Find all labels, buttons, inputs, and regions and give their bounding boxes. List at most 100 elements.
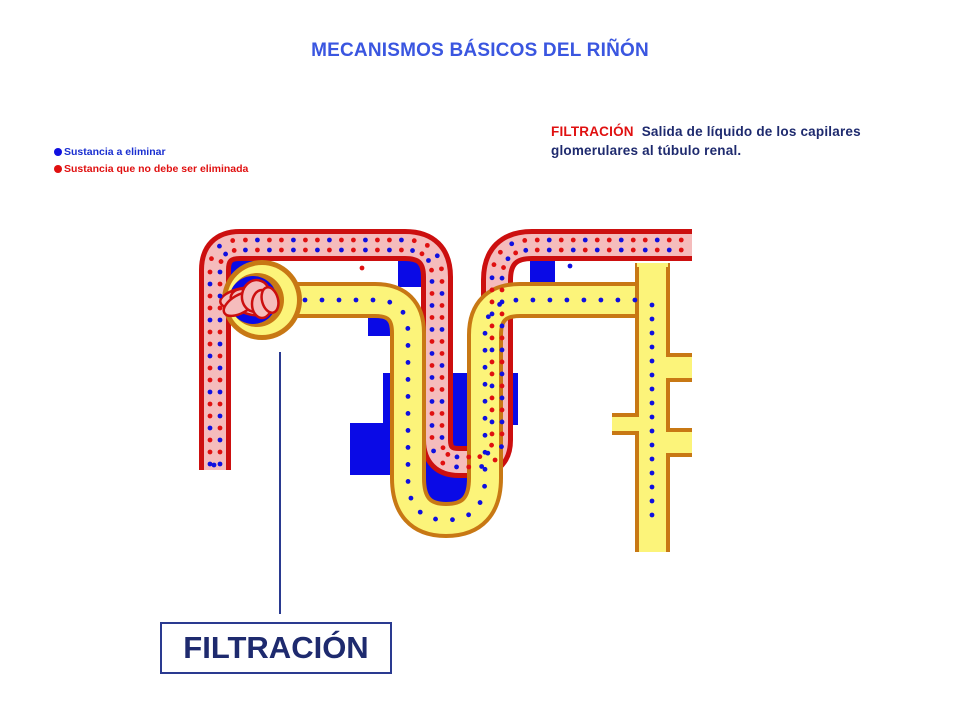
capillary-dot [439,399,445,404]
capillary-dot [439,435,445,440]
capillary-dot [513,250,519,256]
capillary-dot [642,247,648,253]
capillary-dot [523,247,529,253]
capillary-dot [327,247,332,253]
capillary-dot [209,256,214,262]
duct-dot [649,442,655,448]
capillary-dot [217,243,222,249]
tubule-dot [598,297,604,303]
capillary-dot [499,287,505,293]
tubule-dot [482,415,488,421]
tubule-dot [405,360,411,365]
capillary-dot [439,327,445,332]
capillary-dot [489,347,495,353]
capillary-dot [439,411,445,416]
tubule-dot [405,343,411,348]
capillary-dot [678,237,684,243]
capillary-dot [489,287,495,293]
tubule-dot [482,449,488,455]
capillary-dot [207,329,213,335]
capillary-dot [630,237,636,243]
duct-dot [649,330,655,336]
capillary-dot [558,247,564,253]
capillary-dot [207,389,213,395]
capillary-dot [255,237,260,243]
solute-dots [207,237,684,523]
tubule-dot [433,516,438,522]
page-title: MECANISMOS BÁSICOS DEL RIÑÓN [311,40,649,61]
tubule-dot [353,297,359,303]
capillary-dot [217,437,223,443]
capillary-dot [429,411,435,416]
tubule-dot [581,297,587,303]
duct-dot [649,414,655,420]
capillary-dot [499,311,505,317]
tubule-dot [387,299,393,305]
capillary-dot [439,279,445,284]
capillary-dot [489,299,495,305]
capillary-dot [582,247,588,253]
tubule-dot [405,445,411,450]
capillary-dot [387,247,392,253]
process-label: FILTRACIÓN [160,622,392,674]
tubule-dot [405,462,411,467]
capillary-dot [207,437,213,443]
legend-label-eliminate: Sustancia a eliminar [64,145,166,158]
capillary-dot [351,237,356,243]
capillary-dot [375,237,380,243]
tubule-dot [482,398,488,404]
capillary-dot [489,359,495,365]
capillary-dot [207,353,213,359]
capillary-dot [429,267,434,273]
capillary-dot [424,242,430,248]
capillary-dot [217,425,223,431]
capillary-dot [491,262,497,268]
duct-dot [649,428,655,434]
tubule-dot [632,297,638,303]
capillary-dot [439,363,445,368]
tubule-dot [450,517,455,523]
capillary-dot [217,461,223,467]
capillary-dot [489,275,495,281]
capillary-dot [315,247,320,253]
tubule-dot [482,466,488,472]
capillary-dot [363,247,368,253]
capillary-dot [558,237,564,243]
capillary-dot [363,237,368,243]
tubule-dot [547,297,553,303]
capillary-dot [217,353,223,359]
capillary-dot [429,279,435,284]
capillary-dot [429,423,435,428]
tubule-dot [513,297,519,303]
tubule-dot [482,483,487,489]
capillary-dot [429,291,435,296]
tubule-dot [405,377,411,382]
capillary-dot [522,237,528,243]
capillary-dot [429,315,435,320]
capillary-dot [429,339,435,344]
tubule-dot [482,330,488,336]
capillary-dot [497,249,503,255]
tubule-dot [482,381,488,387]
red-dot-icon [54,164,62,173]
capillary-dot [351,247,356,253]
capillary-dot [217,341,223,347]
capillary-dot [375,247,380,253]
capillary-dot [499,347,505,353]
legend: Sustancia a eliminar Sustancia que no de… [54,143,248,177]
capillary-dot [231,248,237,253]
capillary-dot [434,253,440,259]
capillary-dot [411,238,417,244]
capillary-dot [207,413,213,419]
duct-dot [649,372,655,378]
capillary-dot [255,247,260,253]
capillary-dot [207,281,213,287]
capillary-dot [618,237,624,243]
duct-dot [649,470,655,476]
capillary-dot [499,419,505,425]
duct-dot [649,386,655,392]
capillary-dot [499,431,505,437]
tubule-dot [485,314,491,320]
description-text: Salida de líquido de los capilares glome… [551,124,861,158]
capillary-dot [509,241,515,247]
